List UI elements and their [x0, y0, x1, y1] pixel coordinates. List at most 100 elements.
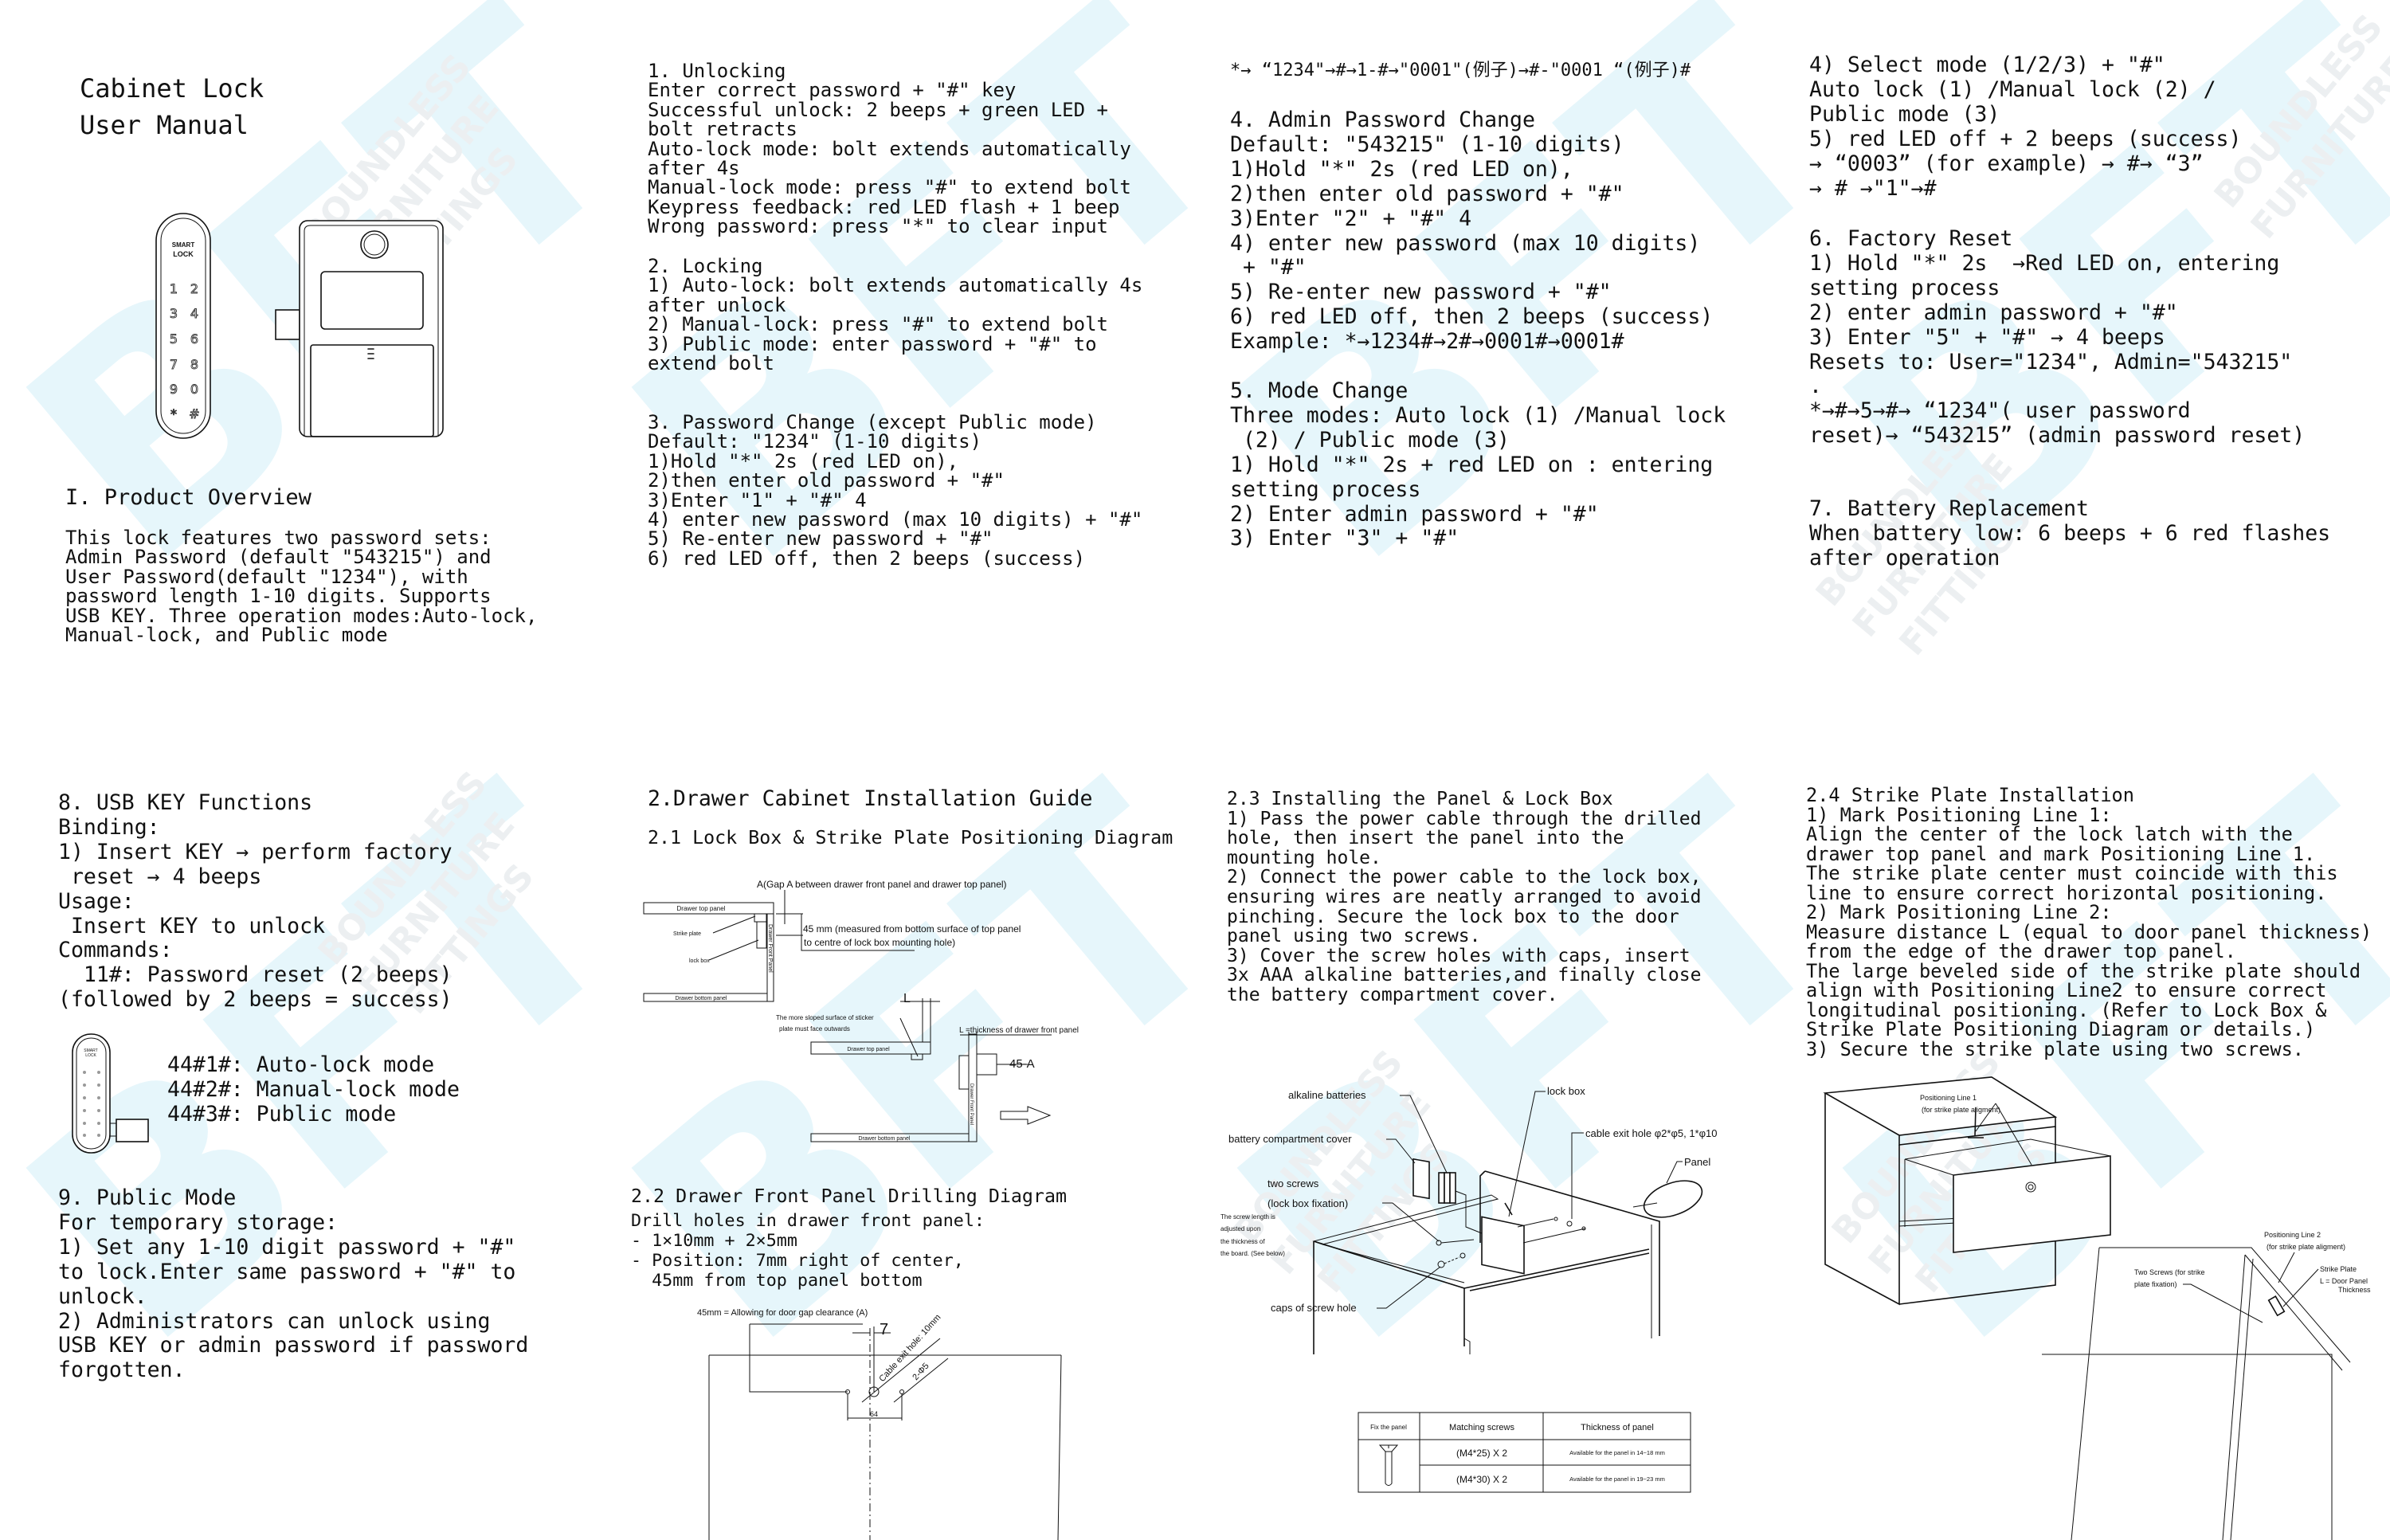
- table-cell: (M4*25) X 2: [1456, 1448, 1507, 1459]
- section-body: 1) Mark Positioning Line 1: Align the ce…: [1806, 803, 2372, 1060]
- keypad-key: 2: [190, 281, 198, 296]
- diagram-label: caps of screw hole: [1271, 1302, 1357, 1314]
- mode-change-continued: 4) Select mode (1/2/3) + "#" Auto lock (…: [1809, 53, 2242, 201]
- section-body: Binding: 1) Insert KEY → perform factory…: [58, 814, 453, 1013]
- keypad-key: 7: [170, 357, 178, 372]
- overview-heading: I. Product Overview: [65, 485, 311, 510]
- section-heading: 2.4 Strike Plate Installation: [1806, 784, 2134, 806]
- diagram-label: L: [903, 992, 911, 1005]
- keypad-key: 9: [170, 382, 178, 397]
- diagram-label: Drawer bottom panel: [859, 1136, 911, 1142]
- title-line: User Manual: [80, 110, 249, 140]
- diagram-note: adjusted upon: [1220, 1225, 1260, 1232]
- diagram-label: 64: [870, 1410, 878, 1418]
- keypad-key: 0: [190, 382, 198, 397]
- diagram-label: 45mm = Allowing for door gap clearance (…: [697, 1308, 868, 1318]
- screw-icon: [1378, 1444, 1399, 1486]
- diagram-label: Drawer bottom panel: [676, 996, 727, 1001]
- section-body: 1) Hold "*" 2s →Red LED on, entering set…: [1809, 250, 2306, 449]
- smart-lock-label: SMART: [84, 1048, 97, 1053]
- usb-command: 44#3#: Public mode: [167, 1101, 397, 1127]
- keypad-key: *: [170, 406, 177, 421]
- keypad-key: #: [189, 406, 199, 421]
- table-cell: (M4*30) X 2: [1456, 1474, 1507, 1485]
- keypad-key: 6: [190, 331, 198, 347]
- diagram-label: lock box: [689, 958, 710, 964]
- table-header: Fix the panel: [1370, 1424, 1407, 1431]
- diagram-label: Strike plate: [673, 931, 701, 937]
- keypad-key: 3: [170, 306, 178, 321]
- diagram-label: Drawer top panel: [677, 905, 726, 912]
- overview-body: This lock features two password sets: Ad…: [65, 527, 538, 647]
- diagram-label: cable exit hole φ2*φ5, 1*φ10: [1585, 1127, 1718, 1139]
- section-body: For temporary storage: 1) Set any 1-10 d…: [58, 1209, 529, 1383]
- keypad-key: 5: [170, 331, 178, 347]
- section-heading: 2. Locking: [648, 255, 763, 277]
- positioning-diagram: A(Gap A between drawer front panel and d…: [643, 879, 1079, 1142]
- section-heading: 2.3 Installing the Panel & Lock Box: [1227, 789, 1613, 809]
- lock-body-illustration: [275, 220, 444, 437]
- drilling-body: Drill holes in drawer front panel: - 1×1…: [631, 1211, 985, 1291]
- diagram-label: (for strike plate aligment): [1922, 1106, 2000, 1114]
- section-body: Default: "1234" (1-10 digits) 1)Hold "*"…: [648, 430, 1143, 570]
- smart-lock-label: LOCK: [173, 250, 194, 258]
- diagram-label: Panel: [1684, 1156, 1710, 1168]
- password-example: *→ “1234"→#→1-#→"0001"(例子)→#-"0001 “(例子)…: [1230, 61, 1691, 80]
- drilling-heading: 2.2 Drawer Front Panel Drilling Diagram: [631, 1185, 1068, 1207]
- table-cell: Available for the panel in 14~18 mm: [1569, 1449, 1665, 1456]
- keypad-key: 8: [190, 357, 198, 372]
- diagram-label: alkaline batteries: [1288, 1089, 1366, 1101]
- section-password-change: 3. Password Change (except Public mode)D…: [648, 413, 1142, 568]
- diagram-label: (for strike plate aligment): [2267, 1243, 2345, 1251]
- section-body: Three modes: Auto lock (1) /Manual lock …: [1230, 402, 1726, 551]
- section-heading: 4. Admin Password Change: [1230, 108, 1535, 132]
- table-header: Matching screws: [1449, 1423, 1514, 1432]
- usb-command: 44#1#: Auto-lock mode: [167, 1052, 435, 1077]
- section-body: Enter correct password + "#" key Success…: [648, 79, 1131, 238]
- section-body: When battery low: 6 beeps + 6 red flashe…: [1809, 520, 2331, 570]
- diagram-note: the board. (See below): [1220, 1250, 1285, 1257]
- diagram-label: 45-A: [1009, 1057, 1035, 1071]
- diagram-label: (lock box fixation): [1267, 1197, 1348, 1209]
- diagram-label: Positioning Line 1: [1920, 1094, 1977, 1102]
- diagram-label: to centre of lock box mounting hole): [804, 937, 955, 948]
- section-body: Default: "543215" (1-10 digits) 1)Hold "…: [1230, 131, 1714, 355]
- diagram-label: Thickness: [2338, 1286, 2371, 1294]
- diagram-label: Drawer Front Panel: [969, 1083, 974, 1125]
- diagram-label: A(Gap A between drawer front panel and d…: [757, 879, 1007, 890]
- keypad-panel-illustration: SMART LOCK 1 2 3 4 5 6 7 8 9 0 * #: [155, 213, 211, 439]
- diagram-label: Two Screws (for strike: [2134, 1268, 2205, 1276]
- diagram-label: two screws: [1267, 1178, 1319, 1189]
- diagram-label: L = Door Panel: [2320, 1277, 2368, 1285]
- screw-table: Fix the panel Matching screws Thickness …: [1358, 1412, 1691, 1493]
- diagram-label: L =thickness of drawer front panel: [959, 1026, 1079, 1035]
- diagram-label: The more sloped surface of sticker: [776, 1014, 874, 1021]
- section-heading: 3. Password Change (except Public mode): [648, 411, 1097, 433]
- positioning-heading: 2.1 Lock Box & Strike Plate Positioning …: [648, 827, 1173, 848]
- title-line: Cabinet Lock: [80, 73, 264, 104]
- table-cell: Available for the panel in 19~23 mm: [1569, 1475, 1665, 1483]
- panel-lockbox-diagram: alkaline batteries lock box battery comp…: [1220, 1085, 1718, 1354]
- table-header: Thickness of panel: [1581, 1423, 1654, 1432]
- diagram-label: 7: [880, 1321, 888, 1338]
- diagram-label: 45 mm (measured from bottom surface of t…: [803, 923, 1021, 935]
- section-heading: 7. Battery Replacement: [1809, 496, 2089, 521]
- diagram-label: Drawer top panel: [847, 1047, 890, 1052]
- usb-key-illustration: SMART LOCK: [72, 1033, 149, 1154]
- section-heading: 1. Unlocking: [648, 60, 786, 82]
- section-body: 1) Pass the power cable through the dril…: [1227, 808, 1702, 1005]
- section-heading: 5. Mode Change: [1230, 378, 1409, 403]
- section-heading: 6. Factory Reset: [1809, 226, 2013, 251]
- diagram-note: The screw length is: [1220, 1213, 1275, 1221]
- diagram-label: 2-Φ5: [911, 1362, 931, 1382]
